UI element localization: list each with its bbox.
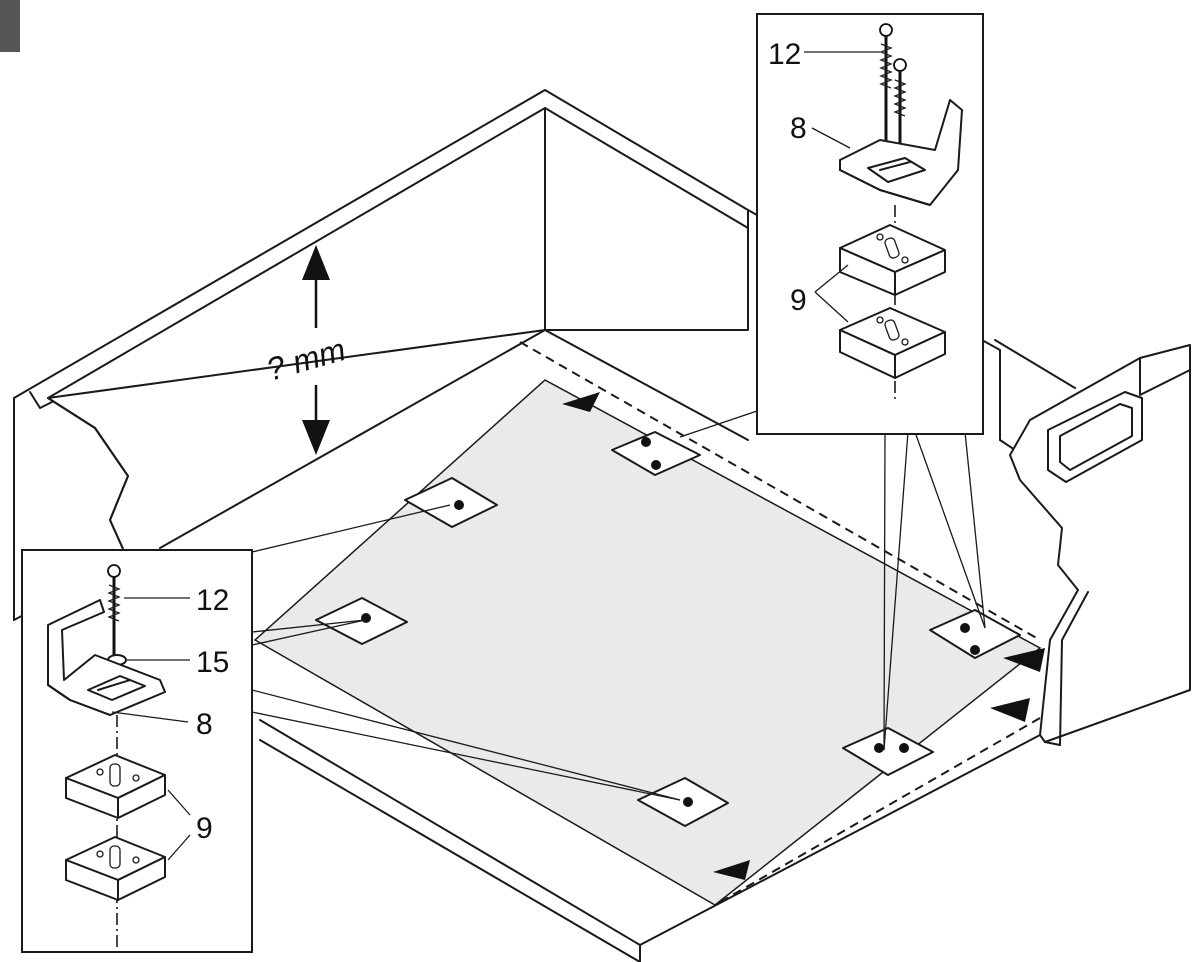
screw-icon [879,23,893,150]
leader-line [167,834,191,861]
edge-marker-arrow [990,698,1030,722]
top-inset-frame [756,13,984,435]
dashed-edge-back [519,341,1041,641]
mounting-pad [611,431,701,476]
label-bracket: 8 [790,112,807,145]
page-corner-tab [0,0,20,52]
edge-marker-arrow [713,860,750,880]
bracket-icon [839,99,963,206]
spacer-block-icon [839,224,946,296]
callout-leader [251,619,366,646]
drawer-body [13,89,1191,962]
mounting-pad [637,777,729,827]
label-bracket: 8 [196,708,213,741]
arrow-up-icon [302,245,330,280]
callout-leader [251,504,451,553]
leader-line [811,127,851,149]
right-back-floor-edge [544,329,749,441]
bracket-icon [47,599,166,716]
back-wall-floor-edge [159,329,546,549]
drawer-front-side [1044,591,1089,746]
left-inset: 12 15 8 [21,504,681,953]
top-inset: 12 8 9 [679,13,986,751]
arrow-down-icon [302,420,330,455]
label-screw: 12 [196,584,229,617]
callout-leader [251,711,681,801]
callout-leader [251,619,366,633]
callout-leader [914,431,986,629]
back-wall-left-edge [29,391,53,409]
label-washer: 15 [196,646,229,679]
leader-line [814,291,849,323]
callout-leader [679,409,761,438]
left-wall-break [47,397,129,561]
leader-line [814,264,849,293]
screw-icon [107,564,121,655]
leader-line [111,711,189,723]
edge-marker-arrow [1003,648,1045,672]
dashed-edge-front [714,717,1041,906]
leader-line [167,789,191,816]
spacer-block-icon [839,307,946,379]
drawer-front-top-edge [1139,357,1191,396]
right-wall-top-2 [994,339,1076,389]
label-screw: 12 [768,38,801,71]
mounting-pad [929,609,1021,659]
drawer-handle-inner [1059,403,1133,471]
callout-leader [251,689,681,801]
label-spacers: 9 [790,284,807,317]
callout-leader [883,431,909,751]
callout-leader [883,431,886,751]
callout-leader [964,431,986,629]
mounting-pad [842,727,934,776]
drawer-bottom-front-edge-2 [259,739,641,962]
spacer-block-icon [65,754,166,819]
edge-marker-arrow [562,392,600,412]
label-spacers: 9 [196,812,213,845]
spacer-block-icon [65,836,166,901]
mounting-pad [404,477,498,528]
